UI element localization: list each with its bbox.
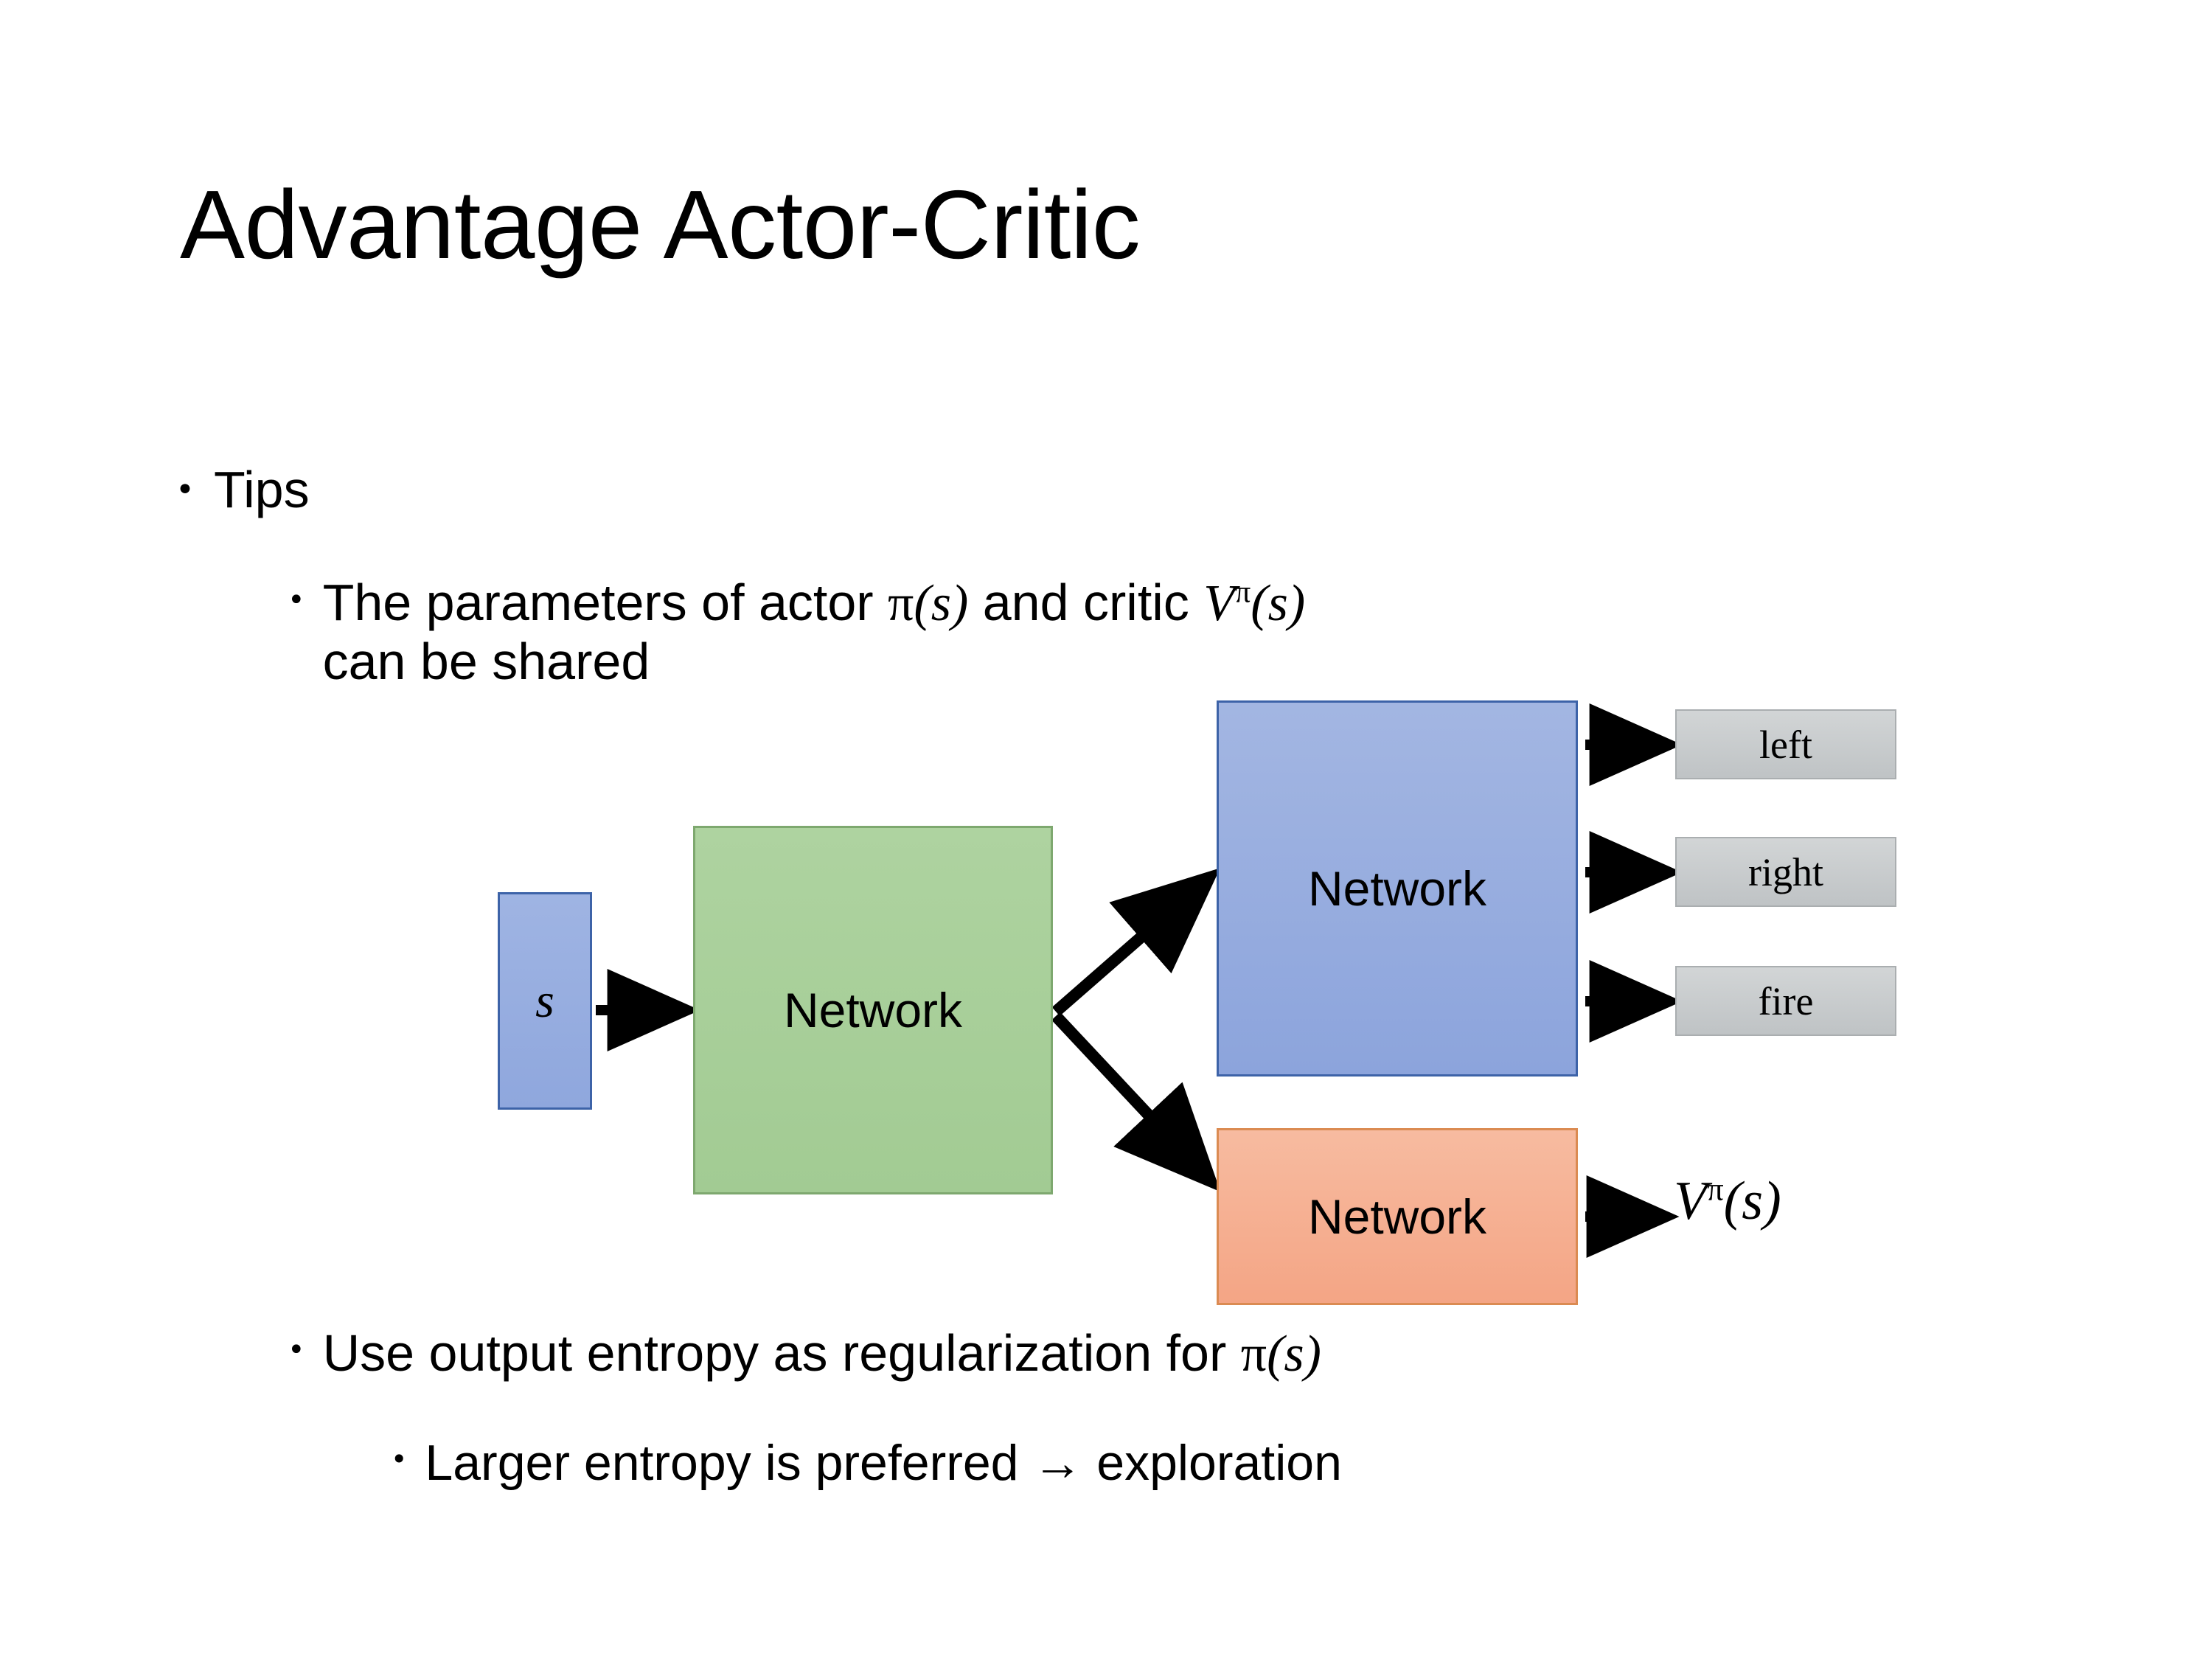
bullet-tips: • Tips [175,462,310,518]
bullet-marker-icon: • [391,1443,408,1475]
diagram-critic-output-label: Vπ(s) [1674,1169,1781,1233]
arrow-shared-to-critic [1051,1012,1221,1192]
diagram-action-right: right [1675,837,1896,907]
diagram-node-critic-network: Network [1217,1128,1578,1305]
bullet-larger-entropy: • Larger entropy is preferred → explorat… [391,1434,1342,1492]
critic-network-label: Network [1307,1189,1487,1244]
math-actor-pi-s: π(s) [888,575,969,632]
params-line2: can be shared [322,633,650,691]
bullet-marker-icon: • [288,583,305,617]
diagram-node-actor-network: Network [1217,700,1578,1077]
params-line1-prefix: The parameters of actor [322,574,888,631]
diagram-node-input-state: s [498,892,592,1110]
action-fire-label: fire [1758,978,1814,1023]
bullet-parameters-shared: • The parameters of actor π(s) and criti… [288,574,2072,691]
bullet-marker-icon: • [175,471,195,509]
bullet-tips-label: Tips [213,461,310,518]
entropy-prefix: Use output entropy as regularization for [322,1324,1241,1382]
actor-network-label: Network [1307,861,1487,916]
action-right-label: right [1748,849,1823,894]
math-v-pi-s: Vπ(s) [1674,1170,1781,1231]
diagram-action-fire: fire [1675,966,1896,1036]
diagram-action-left: left [1675,709,1896,779]
math-critic-v-pi-s: Vπ(s) [1203,575,1306,632]
bullet-marker-icon: • [288,1333,305,1367]
diagram-node-shared-network: Network [693,826,1053,1194]
bullet-entropy-label: Use output entropy as regularization for… [323,1324,1321,1384]
bullet-entropy-regularization: • Use output entropy as regularization f… [288,1324,1321,1384]
arrow-shared-to-actor [1051,868,1220,1017]
bullet-parameters-shared-label: The parameters of actor π(s) and critic … [323,574,1306,691]
page-title: Advantage Actor-Critic [180,170,1141,279]
bullet-larger-entropy-label: Larger entropy is preferred → exploratio… [425,1435,1342,1491]
input-state-label: s [535,973,554,1028]
shared-network-label: Network [783,983,963,1037]
params-line1-middle: and critic [968,574,1204,631]
action-left-label: left [1759,722,1812,767]
math-pi-s: π(s) [1240,1326,1321,1382]
